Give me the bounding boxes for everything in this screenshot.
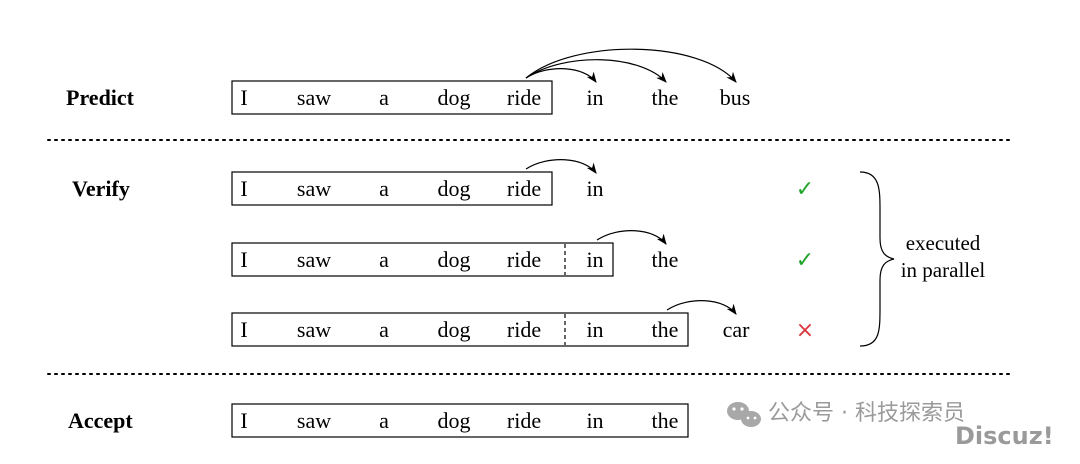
token: the: [652, 317, 679, 342]
token: the: [652, 408, 679, 433]
token: I: [240, 408, 247, 433]
token: saw: [297, 317, 331, 342]
row-verify-2: I saw a dog ride in the ✓: [231, 230, 814, 277]
token: dog: [438, 317, 471, 342]
row-verify-1: I saw a dog ride in ✓: [231, 159, 814, 206]
token: in: [586, 317, 603, 342]
arrow-to-the: [525, 59, 667, 83]
wechat-icon: [727, 402, 761, 427]
stage-label-verify: Verify: [72, 176, 130, 201]
guess-token: the: [652, 85, 679, 110]
guess-token: in: [586, 85, 603, 110]
token: ride: [507, 408, 541, 433]
brace-note-line-2: in parallel: [901, 258, 986, 282]
token: a: [379, 85, 389, 110]
token: saw: [297, 176, 331, 201]
watermark: 公众号 · 科技探索员 Discuz!: [727, 401, 1054, 450]
token: a: [379, 408, 389, 433]
verify-arrow: [525, 159, 597, 174]
token: a: [379, 247, 389, 272]
parallel-brace: [859, 171, 895, 347]
token: I: [240, 247, 247, 272]
token: dog: [438, 247, 471, 272]
row-predict: I saw a dog ride in the bus: [231, 48, 751, 115]
context-box: [231, 171, 553, 206]
stage-label-accept: Accept: [68, 408, 133, 433]
token: dog: [438, 85, 471, 110]
token: a: [379, 176, 389, 201]
context-box: [231, 242, 614, 277]
token: I: [240, 317, 247, 342]
context-box: [231, 80, 553, 115]
arrow-to-bus: [525, 48, 737, 83]
checked-token: car: [723, 317, 751, 342]
token: saw: [297, 408, 331, 433]
cross-mark: ×: [796, 318, 814, 343]
token: I: [240, 85, 247, 110]
checked-token: in: [586, 176, 603, 201]
context-box: [231, 312, 689, 347]
token: I: [240, 176, 247, 201]
row-verify-3: I saw a dog ride in the car ×: [231, 300, 814, 347]
token: ride: [507, 176, 541, 201]
row-accept: I saw a dog ride in the: [231, 403, 689, 438]
context-box: [231, 403, 689, 438]
check-mark: ✓: [796, 248, 814, 273]
token: ride: [507, 247, 541, 272]
token: a: [379, 317, 389, 342]
token: in: [586, 408, 603, 433]
token: dog: [438, 408, 471, 433]
token: ride: [507, 317, 541, 342]
checked-token: the: [652, 247, 679, 272]
token: saw: [297, 247, 331, 272]
check-mark: ✓: [796, 177, 814, 202]
token: ride: [507, 85, 541, 110]
verify-arrow: [596, 230, 667, 245]
guess-token: bus: [720, 85, 751, 110]
verify-arrow: [666, 300, 737, 315]
stage-label-predict: Predict: [66, 85, 135, 110]
token: dog: [438, 176, 471, 201]
watermark-source: 公众号 · 科技探索员: [768, 401, 965, 426]
token: in: [586, 247, 603, 272]
token: saw: [297, 85, 331, 110]
brace-note-line-1: executed: [906, 231, 981, 255]
watermark-site: Discuz!: [955, 422, 1054, 450]
